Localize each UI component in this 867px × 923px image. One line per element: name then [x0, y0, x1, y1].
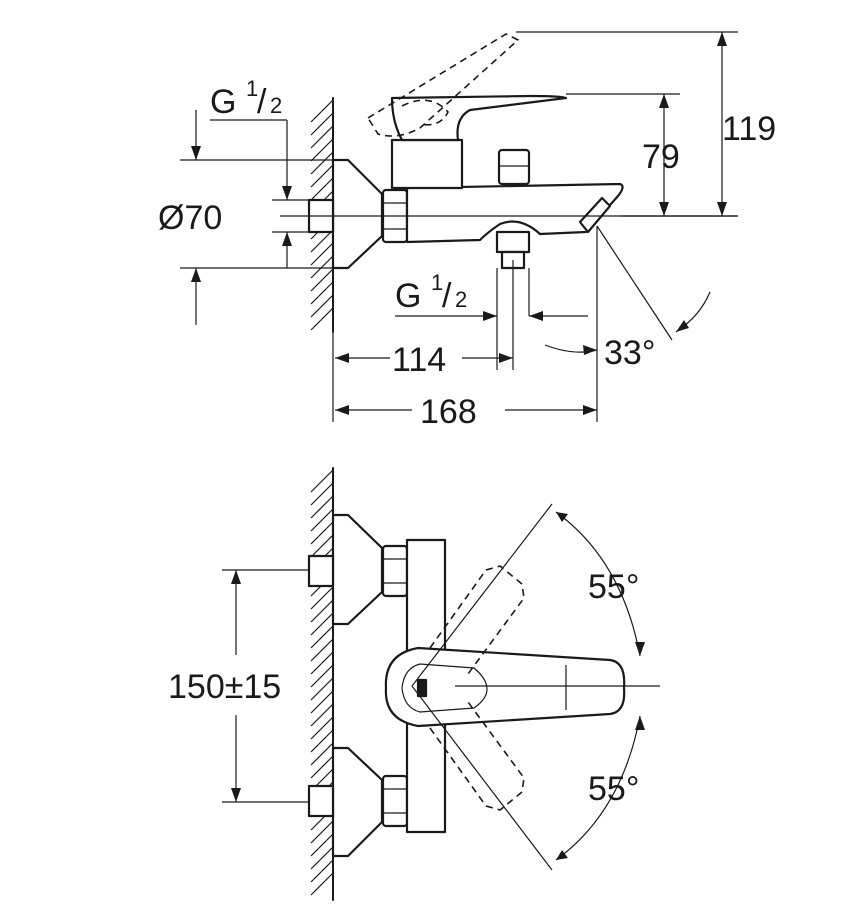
wall-hatch-line — [310, 242, 334, 266]
wall-hatch-line — [310, 690, 334, 714]
thread-bottom-num: 1 — [431, 270, 443, 295]
wall-hatch-line — [310, 664, 334, 688]
height-79-label: 79 — [642, 138, 680, 176]
wall-hatch-line — [310, 482, 334, 506]
wall-hatch-line — [310, 820, 334, 844]
wall-hatch-line — [310, 755, 334, 779]
lever-rotated-lower — [429, 701, 525, 811]
wall-hatch-line — [310, 294, 334, 318]
thread-bottom-g: G — [395, 277, 421, 315]
lever-rotated-upper — [429, 565, 525, 675]
spacing-label: 150±15 — [168, 668, 281, 706]
wall-hatch-line — [310, 586, 334, 610]
top-view: 150±15 55° 55° — [168, 467, 660, 901]
wall-hatch-line — [310, 495, 334, 519]
wall-hatch-line — [310, 612, 334, 636]
lever-side — [390, 94, 568, 142]
thread-top-slash: / — [257, 83, 267, 121]
angle-lower-label: 55° — [588, 770, 639, 808]
wall-hatch-line — [310, 638, 334, 662]
wall-hatch-line — [310, 625, 334, 649]
wall-hatch-line — [310, 599, 334, 623]
thread-bottom-slash: / — [442, 277, 452, 315]
wall-hatch-line — [310, 651, 334, 675]
wall-hatch-line — [310, 164, 334, 188]
wall-hatch-line — [310, 281, 334, 305]
wall-hatch-line — [310, 177, 334, 201]
wall-hatch-line — [310, 469, 334, 493]
wall-hatch-line — [310, 833, 334, 857]
lever-raised-outline — [366, 33, 520, 137]
wall-hatch-line — [310, 846, 334, 870]
wall-hatch-line — [310, 508, 334, 532]
height-119-label: 119 — [722, 110, 776, 148]
thread-top-g: G — [210, 83, 236, 121]
wall-hatch-line — [310, 99, 334, 123]
wall-hatch-line — [310, 125, 334, 149]
wall-hatch-line — [310, 255, 334, 279]
mixer-body-side — [405, 182, 624, 244]
wall-hatch-line — [310, 229, 334, 253]
depth-168-label: 168 — [420, 393, 477, 431]
diverter-knob — [497, 148, 531, 186]
wall-hatch-line — [310, 716, 334, 740]
handle-column — [390, 138, 464, 190]
angle-33-label: 33° — [604, 334, 655, 372]
wall-hatch-line — [310, 729, 334, 753]
rosette-side — [331, 158, 384, 270]
spout-tip — [578, 196, 612, 234]
wall-hatch-line — [310, 703, 334, 727]
lever-slot — [416, 678, 428, 698]
wall-hatch-line — [310, 677, 334, 701]
nut-upper — [381, 544, 409, 598]
thread-top-den: 2 — [270, 93, 282, 118]
wall-hatch-line — [310, 151, 334, 175]
diameter-label: Ø70 — [158, 199, 222, 237]
thread-top-num: 1 — [246, 76, 258, 101]
wall-hatch-line — [310, 521, 334, 545]
lever-top — [384, 646, 626, 728]
rosette-lower — [331, 746, 384, 858]
wall-hatch-line — [310, 859, 334, 883]
side-view: Ø70 G 1 / 2 G 1 / 2 119 79 — [158, 31, 776, 431]
wall-hatch-line — [310, 742, 334, 766]
wall-top — [310, 467, 334, 901]
wall-hatch-line — [310, 112, 334, 136]
nut-lower — [381, 774, 409, 828]
outlet-stub — [495, 230, 531, 254]
wall-hatch-line — [310, 872, 334, 896]
angle-upper-label: 55° — [588, 568, 639, 606]
wall-hatch-line — [310, 138, 334, 162]
wall-hatch-line — [310, 307, 334, 331]
depth-114-label: 114 — [392, 341, 446, 379]
wall-hatch-line — [310, 268, 334, 292]
thread-bottom-den: 2 — [455, 287, 467, 312]
wall-hatch-line — [310, 534, 334, 558]
rosette-upper — [331, 513, 384, 626]
